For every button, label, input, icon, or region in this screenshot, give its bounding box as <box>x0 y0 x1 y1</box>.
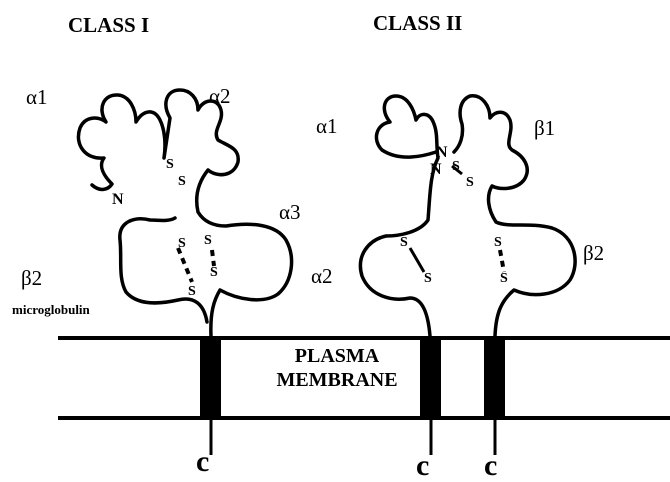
class-ii-heading: CLASS II <box>373 13 462 34</box>
microglobulin-label: microglobulin <box>12 303 90 316</box>
class-ii-disulfide-alpha2 <box>410 248 424 272</box>
class-ii-beta-chain <box>454 96 575 336</box>
class-ii-beta-transmembrane <box>484 336 505 420</box>
class-i-disulfide-s: S <box>204 234 212 248</box>
class-ii-disulfide-s: S <box>452 160 460 174</box>
class-ii-beta2-label: β2 <box>583 243 604 264</box>
class-i-disulfide-s: S <box>188 285 196 299</box>
class-ii-disulfide-s: S <box>494 236 502 250</box>
class-ii-alpha2-label: α2 <box>311 266 333 287</box>
class-i-beta2-label: β2 <box>21 268 42 289</box>
class-ii-disulfide-s: S <box>400 236 408 250</box>
class-ii-alpha-c-terminus: c <box>416 451 429 481</box>
class-ii-alpha1-label: α1 <box>316 116 338 137</box>
plasma-membrane-label: PLASMA MEMBRANE <box>262 346 412 390</box>
class-i-disulfide-s: S <box>178 175 186 189</box>
class-i-disulfide-s: S <box>166 158 174 172</box>
membrane-label-line2: MEMBRANE <box>262 370 412 390</box>
class-ii-n-terminus: N <box>430 162 442 178</box>
membrane-label-line1: PLASMA <box>262 346 412 366</box>
class-ii-beta-c-terminus: c <box>484 451 497 481</box>
class-i-n-terminus: N <box>112 192 124 208</box>
class-i-alpha3-label: α3 <box>279 202 301 223</box>
beta2-microglobulin-chain <box>120 218 207 322</box>
class-i-transmembrane <box>200 336 221 420</box>
class-i-heading: CLASS I <box>68 15 149 36</box>
class-i-disulfide-s: S <box>210 266 218 280</box>
class-i-alpha1-label: α1 <box>26 87 48 108</box>
class-ii-alpha-chain <box>360 96 438 336</box>
class-ii-disulfide-s: S <box>466 176 474 190</box>
class-i-c-terminus: c <box>196 447 209 477</box>
class-ii-alpha-transmembrane <box>420 336 441 420</box>
class-ii-disulfide-beta2 <box>500 250 504 272</box>
class-i-disulfide-alpha3 <box>212 250 214 266</box>
class-i-disulfide-beta2 <box>178 248 192 282</box>
class-ii-disulfide-s: S <box>500 272 508 286</box>
class-ii-disulfide-s: S <box>424 272 432 286</box>
class-i-alpha2-label: α2 <box>209 86 231 107</box>
class-i-disulfide-s: S <box>178 237 186 251</box>
class-ii-beta1-label: β1 <box>534 118 555 139</box>
class-ii-n-terminus: N <box>436 145 448 161</box>
